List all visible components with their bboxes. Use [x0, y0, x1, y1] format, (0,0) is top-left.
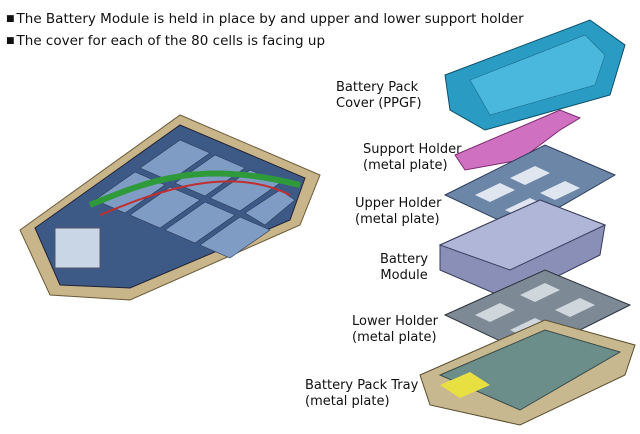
label-line: (metal plate) — [363, 158, 448, 173]
label-line: Lower Holder — [352, 314, 439, 329]
bullet-list: ■The Battery Module is held in place by … — [6, 8, 524, 52]
bullet-item: ■The cover for each of the 80 cells is f… — [6, 33, 326, 49]
label-line: Battery Pack Tray — [305, 378, 419, 393]
support-holder — [454, 109, 582, 171]
label-line: Battery Pack — [336, 80, 419, 95]
label-support-holder: Support Holder(metal plate) — [363, 142, 461, 174]
assembled-battery-pack — [19, 114, 321, 301]
label-line: (metal plate) — [352, 330, 437, 345]
label-line: (metal plate) — [355, 212, 440, 227]
label-line: Battery — [380, 252, 429, 267]
label-lower-holder: Lower Holder(metal plate) — [352, 314, 438, 346]
label-upper-holder: Upper Holder(metal plate) — [355, 196, 441, 228]
battery-pack-cover — [444, 19, 626, 131]
label-line: Support Holder — [363, 142, 462, 157]
battery-module — [438, 199, 607, 301]
label-line: Upper Holder — [355, 196, 442, 211]
label-line: (metal plate) — [305, 394, 390, 409]
label-tray: Battery Pack Tray(metal plate) — [305, 378, 418, 410]
label-line: Cover (PPGF) — [336, 96, 422, 111]
battery-pack-tray — [419, 319, 636, 426]
bullet-item: ■The Battery Module is held in place by … — [6, 11, 524, 27]
bullet-text: The Battery Module is held in place by a… — [16, 11, 524, 27]
label-line: Module — [380, 268, 428, 283]
bullet-text: The cover for each of the 80 cells is fa… — [16, 33, 326, 49]
